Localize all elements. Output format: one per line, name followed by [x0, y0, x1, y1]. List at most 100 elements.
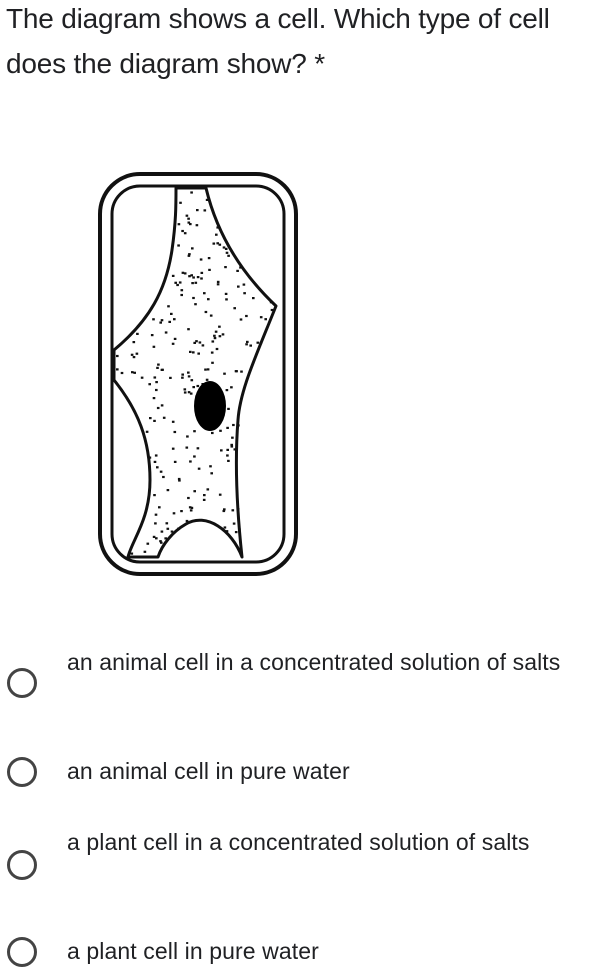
granule-dot — [216, 280, 220, 283]
granule-dot — [155, 388, 158, 392]
granule-dot — [223, 526, 227, 529]
granule-dot — [160, 541, 163, 544]
granule-dot — [157, 363, 160, 366]
granule-dot — [234, 531, 238, 534]
granule-dot — [269, 301, 273, 304]
granule-dot — [181, 376, 184, 379]
granule-dot — [160, 530, 164, 533]
granule-dot — [218, 493, 222, 496]
granule-dot — [189, 223, 192, 226]
granule-dot — [153, 494, 156, 497]
granule-dot — [181, 373, 184, 376]
granule-dot — [135, 352, 139, 355]
granule-dot — [140, 376, 144, 379]
granule-dot — [189, 350, 192, 353]
granule-dot — [193, 341, 196, 344]
granule-dot — [226, 448, 229, 451]
granule-dot — [206, 488, 210, 491]
granule-dot — [164, 331, 168, 334]
granule-dot — [224, 266, 227, 269]
granule-dot — [149, 417, 152, 420]
radio-button[interactable] — [7, 937, 37, 967]
granule-dot — [166, 527, 170, 530]
granule-dot — [180, 289, 184, 292]
granule-dot — [183, 388, 187, 391]
granule-dot — [174, 281, 177, 284]
granule-dot — [159, 540, 162, 543]
granule-dot — [195, 340, 198, 343]
granule-dot — [209, 465, 212, 468]
granule-dot — [193, 455, 196, 458]
granule-dot — [171, 342, 175, 345]
granule-dot — [187, 221, 191, 224]
option-label: an animal cell in a concentrated solutio… — [67, 649, 561, 675]
granule-dot — [179, 201, 182, 204]
granule-dot — [153, 419, 156, 422]
granule-dot — [154, 454, 158, 457]
granule-dot — [153, 376, 157, 379]
granule-dot — [214, 330, 218, 333]
granule-dot — [152, 345, 156, 348]
granule-dot — [264, 318, 267, 321]
granule-dot — [153, 460, 157, 463]
granule-dot — [170, 530, 174, 533]
granule-dot — [220, 449, 223, 452]
granule-dot — [212, 242, 216, 245]
option-label: a plant cell in pure water — [67, 938, 319, 964]
granule-dot — [207, 257, 211, 260]
granule-dot — [188, 275, 191, 278]
granule-dot — [133, 371, 136, 374]
granule-dot — [178, 281, 182, 284]
granule-dot — [232, 522, 236, 525]
granule-dot — [185, 214, 189, 217]
granule-dot — [188, 253, 191, 256]
granule-dot — [223, 508, 226, 511]
granule-dot — [211, 361, 214, 364]
granule-dot — [152, 318, 155, 321]
granule-dot — [259, 316, 263, 319]
radio-button[interactable] — [7, 757, 37, 787]
granule-dot — [189, 460, 192, 463]
radio-button[interactable] — [7, 850, 37, 880]
granule-dot — [203, 494, 206, 497]
granule-dot — [173, 430, 177, 434]
granule-dot — [235, 370, 238, 373]
granule-dot — [211, 340, 215, 343]
granule-dot — [164, 537, 167, 540]
granule-dot — [202, 498, 206, 501]
granule-dot — [166, 489, 170, 492]
granule-dot — [148, 383, 151, 386]
granule-dot — [239, 266, 242, 269]
granule-dot — [222, 509, 226, 513]
granule-dot — [211, 431, 214, 435]
granule-dot — [192, 276, 195, 279]
granule-dot — [218, 243, 222, 246]
granule-dot — [120, 371, 124, 375]
granule-dot — [194, 303, 197, 306]
granule-dot — [194, 281, 198, 284]
granule-dot — [204, 368, 207, 371]
granule-dot — [185, 446, 189, 449]
granule-dot — [169, 376, 172, 379]
granule-dot — [158, 506, 161, 509]
question-text: The diagram shows a cell. Which type of … — [6, 3, 550, 79]
granule-dot — [192, 351, 195, 354]
cytoplasm-granules — [116, 191, 274, 555]
granule-dot — [116, 368, 119, 371]
granule-dot — [177, 527, 180, 530]
radio-button[interactable] — [7, 668, 37, 698]
cell-diagram — [98, 172, 298, 576]
granule-dot — [193, 430, 196, 433]
granule-dot — [203, 209, 207, 212]
granule-dot — [154, 513, 158, 516]
granule-dot — [160, 368, 164, 371]
granule-dot — [155, 381, 158, 384]
granule-dot — [191, 247, 194, 250]
granule-dot — [159, 321, 162, 324]
granule-dot — [156, 366, 159, 369]
granule-dot — [196, 384, 200, 388]
granule-dot — [180, 510, 183, 513]
granule-dot — [186, 435, 189, 438]
option-label: a plant cell in a concentrated solution … — [67, 829, 530, 855]
granule-dot — [218, 325, 221, 328]
